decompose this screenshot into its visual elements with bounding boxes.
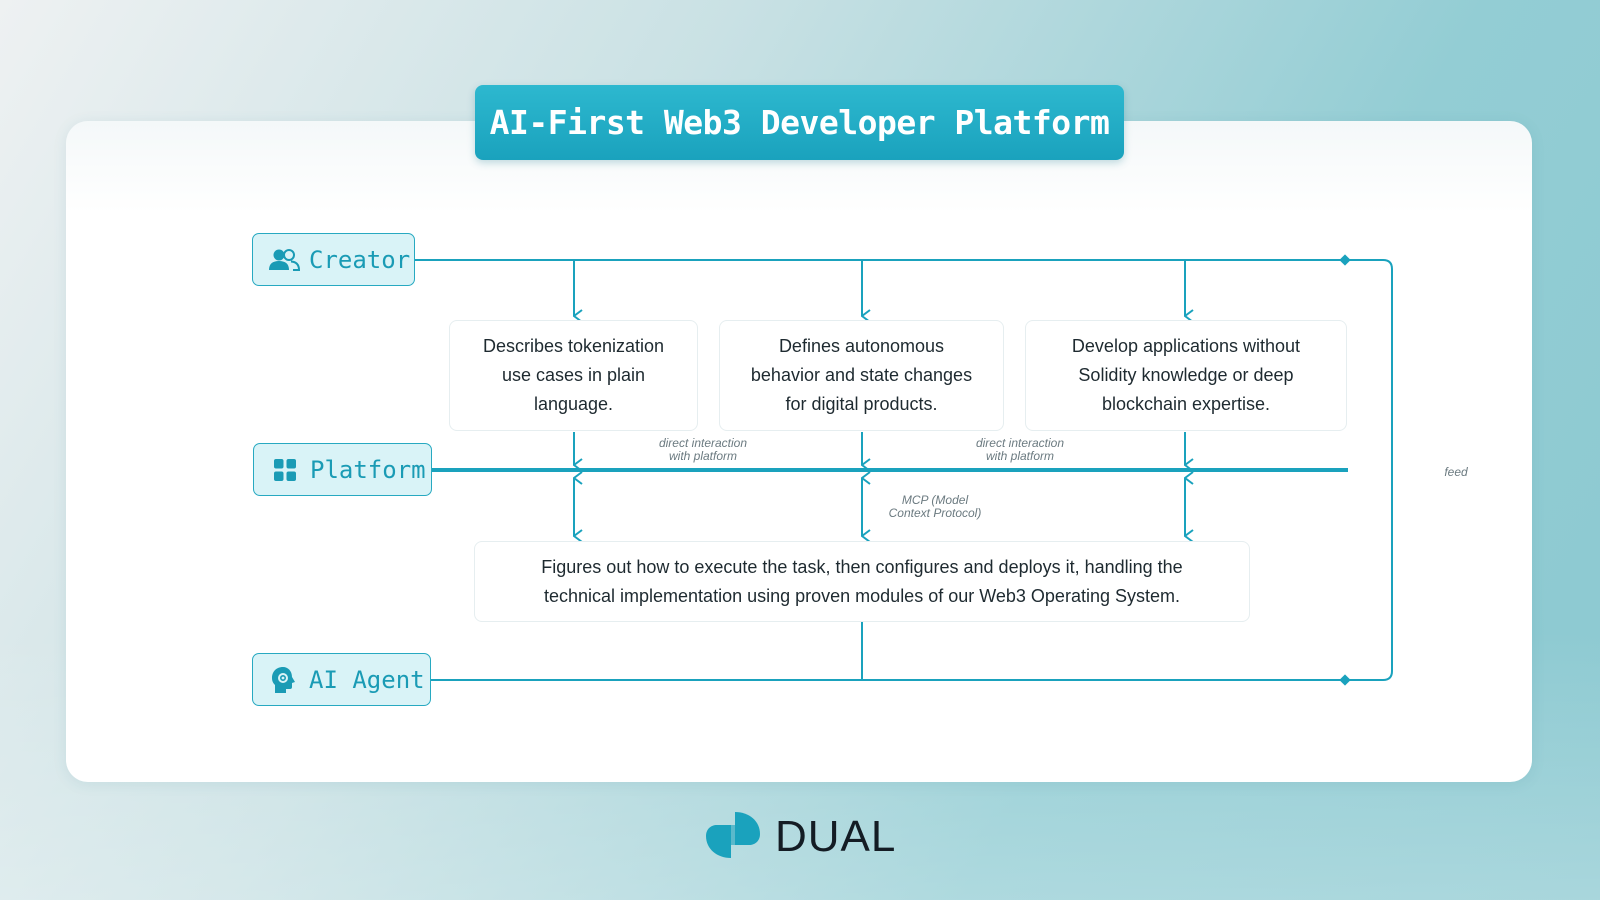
dual-logo: DUAL [705, 812, 896, 862]
grid-icon [268, 455, 302, 485]
node-diamond-top [1339, 254, 1351, 266]
note-line: with platform [985, 449, 1055, 463]
note-direct-interaction-right: direct interaction with platform [950, 437, 1090, 463]
role-ai-agent-label: AI Agent [309, 665, 425, 694]
users-icon [267, 245, 301, 275]
agent-box: Figures out how to execute the task, the… [474, 541, 1250, 622]
creator-box-3: Develop applications without Solidity kn… [1025, 320, 1347, 431]
creator-box-2-line: for digital products. [785, 394, 938, 414]
agent-box-line: Figures out how to execute the task, the… [541, 556, 1183, 577]
note-feed: feed [1444, 465, 1468, 479]
note-line: with platform [668, 449, 738, 463]
agent-box-line: technical implementation using proven mo… [543, 585, 1180, 606]
role-creator: Creator [252, 233, 415, 286]
creator-box-3-line: blockchain expertise. [1101, 394, 1271, 414]
role-creator-label: Creator [309, 245, 411, 274]
note-line: Context Protocol) [888, 506, 982, 520]
ai-head-icon [267, 665, 301, 695]
creator-box-3-line: Solidity knowledge or deep [1078, 365, 1294, 385]
creator-box-2-line: Defines autonomous [778, 336, 945, 356]
creator-box-2-line: behavior and state changes [750, 365, 973, 385]
page-title: AI-First Web3 Developer Platform [475, 85, 1124, 160]
creator-box-1-line: Describes tokenization [482, 336, 665, 356]
creator-box-1: Describes tokenization use cases in plai… [449, 320, 698, 431]
role-ai-agent: AI Agent [252, 653, 431, 706]
role-platform-label: Platform [310, 455, 426, 484]
note-line: MCP (Model [901, 493, 969, 507]
creator-line [414, 259, 1393, 681]
dual-logo-icon [705, 810, 761, 864]
logo-text: DUAL [775, 812, 897, 861]
role-platform: Platform [253, 443, 432, 496]
creator-box-3-line: Develop applications without [1071, 336, 1301, 356]
node-diamond-bottom [1339, 674, 1351, 686]
note-line: direct interaction [975, 436, 1065, 450]
creator-box-1-line: language. [533, 394, 614, 414]
creator-box-2: Defines autonomous behavior and state ch… [719, 320, 1004, 431]
note-mcp: MCP (Model Context Protocol) [870, 494, 1000, 520]
creator-box-1-line: use cases in plain [501, 365, 646, 385]
note-direct-interaction-left: direct interaction with platform [633, 437, 773, 463]
note-line: direct interaction [658, 436, 748, 450]
